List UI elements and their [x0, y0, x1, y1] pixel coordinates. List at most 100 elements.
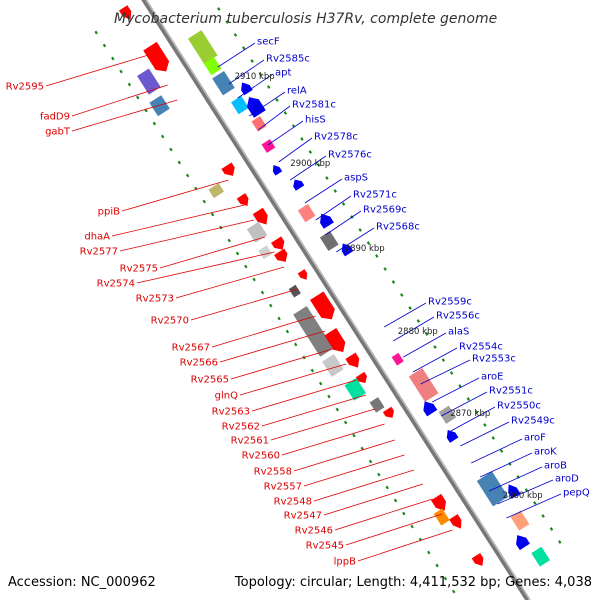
- tick-mark: [308, 150, 313, 154]
- left-leader-line: [190, 288, 299, 321]
- tick-mark: [352, 433, 356, 438]
- left-leader-line: [71, 84, 168, 117]
- forward-gene-rect: [137, 68, 161, 95]
- reverse-gene: [438, 405, 457, 424]
- tick-mark: [300, 137, 304, 141]
- right-leader-line: [289, 155, 327, 181]
- left-gene-label: Rv2577: [80, 247, 118, 258]
- reverse-gene-rect: [251, 116, 267, 132]
- tick-mark: [393, 498, 398, 503]
- tick-mark: [111, 56, 115, 61]
- tick-mark: [185, 173, 190, 178]
- backbone-ticks: [94, 7, 562, 594]
- right-gene-label: Rv2569c: [363, 205, 407, 216]
- forward-gene: [310, 291, 335, 320]
- right-leader-line: [392, 316, 435, 342]
- left-leader-line: [313, 469, 415, 502]
- left-leader-line: [239, 363, 347, 396]
- tick-mark: [416, 319, 421, 323]
- tick-mark: [375, 254, 379, 258]
- right-gene-labels: secFRv2585captrelARv2581chisSRv2578cRv25…: [257, 37, 590, 499]
- left-gene-label: Rv2595: [6, 82, 44, 93]
- tick-mark: [227, 238, 231, 243]
- forward-gene: [369, 397, 385, 413]
- forward-gene: [221, 162, 235, 176]
- right-gene-label: Rv2556c: [436, 311, 480, 322]
- right-gene-label: aroF: [524, 433, 546, 444]
- forward-gene-shape: [345, 352, 360, 368]
- forward-gene: [433, 508, 450, 526]
- left-gene-label: Rv2548: [274, 497, 312, 508]
- reverse-gene: [212, 70, 235, 96]
- left-leader-line: [323, 483, 424, 516]
- tick-mark: [341, 202, 346, 206]
- accession-text: Accession: NC_000962: [8, 575, 156, 590]
- forward-gene-shape: [324, 327, 346, 352]
- forward-gene-shape: [297, 269, 308, 280]
- forward-gene: [252, 207, 268, 225]
- reverse-gene-rect: [408, 367, 439, 402]
- tick-mark: [443, 576, 448, 581]
- left-leader-line: [230, 347, 337, 380]
- left-gene-label: Rv2566: [180, 358, 218, 369]
- reverse-gene: [320, 213, 334, 229]
- left-leader-line: [334, 498, 433, 531]
- left-gene-label: Rv2546: [295, 526, 333, 537]
- tick-mark: [285, 329, 290, 334]
- reverse-gene-rect: [212, 70, 235, 96]
- genome-summary-text: Topology: circular; Length: 4,411,532 bp…: [234, 575, 592, 590]
- tick-mark: [499, 449, 504, 453]
- left-leader-line: [175, 266, 285, 299]
- tick-mark: [119, 69, 123, 74]
- forward-gene-rect: [344, 377, 366, 401]
- forward-gene: [344, 377, 366, 401]
- forward-gene: [143, 41, 170, 72]
- left-gene-label: Rv2575: [120, 264, 158, 275]
- forward-gene-shape: [221, 162, 235, 176]
- forward-gene: [355, 371, 367, 383]
- left-leader-line: [303, 454, 405, 487]
- right-gene-label: hisS: [305, 115, 326, 126]
- tick-mark: [283, 111, 288, 115]
- reverse-gene: [408, 367, 439, 402]
- left-leader-line: [45, 54, 149, 87]
- tick-mark: [202, 199, 206, 204]
- right-gene-label: pepQ: [563, 488, 590, 499]
- kbp-marker-label: 2900 kbp: [290, 159, 330, 169]
- left-leader-line: [219, 330, 326, 363]
- tick-mark: [277, 316, 281, 321]
- reverse-gene-rect: [391, 352, 404, 366]
- tick-mark: [127, 82, 132, 87]
- tick-mark: [325, 176, 329, 180]
- label-leader-lines: [45, 42, 562, 562]
- left-gene-label: Rv2567: [172, 343, 210, 354]
- tick-mark: [252, 277, 256, 282]
- right-leader-line: [440, 391, 488, 417]
- right-gene-label: Rv2559c: [428, 297, 472, 308]
- reverse-gene: [272, 165, 283, 176]
- left-leader-line: [71, 99, 178, 132]
- tick-mark: [318, 381, 323, 386]
- reverse-gene-rect: [297, 204, 316, 223]
- tick-mark: [377, 472, 381, 477]
- tick-mark: [135, 95, 140, 100]
- left-leader-line: [345, 513, 443, 546]
- right-gene-label: Rv2551c: [489, 386, 533, 397]
- forward-gene: [274, 248, 288, 262]
- right-gene-label: Rv2554c: [459, 342, 503, 353]
- tick-mark: [427, 550, 431, 555]
- right-gene-label: Rv2553c: [472, 354, 516, 365]
- right-leader-line: [403, 332, 447, 358]
- reverse-gene: [246, 97, 266, 118]
- right-leader-line: [217, 42, 256, 68]
- tick-mark: [244, 264, 248, 269]
- right-gene-label: secF: [257, 37, 280, 48]
- tick-mark: [169, 147, 173, 152]
- forward-gene: [297, 269, 308, 280]
- tick-mark: [260, 290, 265, 295]
- reverse-gene: [531, 546, 551, 567]
- reverse-gene: [319, 231, 339, 251]
- tick-mark: [433, 345, 437, 349]
- left-leader-line: [159, 236, 266, 269]
- reverse-gene: [510, 510, 530, 531]
